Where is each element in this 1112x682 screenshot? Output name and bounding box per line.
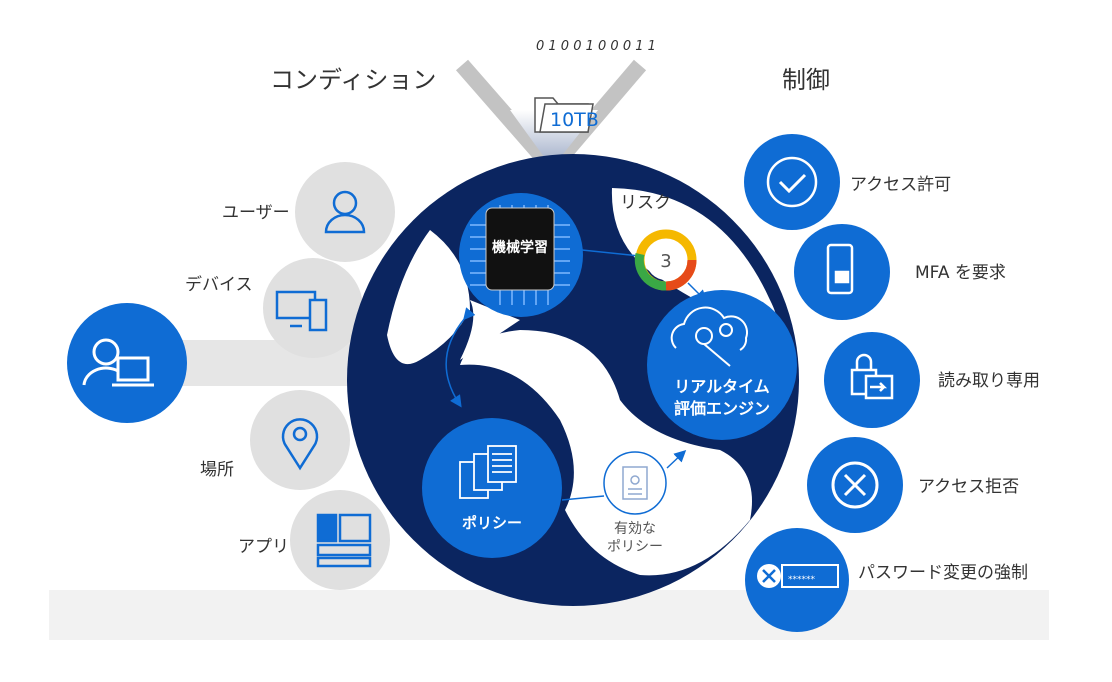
clipboard-icon [622, 466, 648, 500]
user-icon [324, 190, 366, 234]
ml-label: 機械学習 [492, 239, 548, 256]
read-only-icon [850, 353, 894, 400]
realtime-engine-node: リアルタイム 評価エンジン [647, 290, 797, 440]
control-allow: アクセス許可 [744, 134, 951, 230]
control-label: パスワード変更の強制 [858, 563, 1028, 583]
control-mfa: MFA を要求 [794, 224, 1006, 320]
user-laptop-icon [82, 338, 154, 387]
effective-policy-node: 有効な ポリシー [603, 451, 667, 555]
check-icon [766, 156, 818, 208]
device-icon [275, 290, 328, 332]
risk-score: 3 [660, 251, 671, 272]
control-label: MFA を要求 [915, 263, 1006, 283]
controls-header: 制御 [782, 66, 830, 94]
condition-label: アプリ [238, 537, 289, 557]
condition-label: デバイス [185, 274, 253, 295]
condition-device: デバイス [185, 258, 363, 358]
conditions-header: コンディション [270, 66, 436, 94]
deny-icon [831, 461, 879, 509]
svg-text:******: ****** [788, 575, 816, 585]
control-label: アクセス許可 [850, 175, 951, 195]
phone-lock-icon [826, 243, 854, 295]
app-icon [316, 513, 372, 568]
effective-policy-label-1: 有効な [614, 521, 656, 537]
condition-app: アプリ [238, 490, 390, 590]
realtime-label-1: リアルタイム [674, 377, 770, 396]
user-laptop-node [67, 303, 187, 423]
svg-text:0 1 0 0 1 0 0 0 1 1: 0 1 0 0 1 0 0 0 1 1 [536, 39, 656, 54]
scroll-documents-icon [459, 445, 517, 499]
condition-location: 場所 [200, 390, 350, 490]
control-label: 読み取り専用 [938, 371, 1040, 391]
location-icon [281, 418, 319, 471]
control-label: アクセス拒否 [918, 477, 1019, 497]
control-deny: アクセス拒否 [807, 437, 1019, 533]
effective-policy-label-2: ポリシー [607, 539, 663, 555]
svg-text:10TB: 10TB [550, 109, 599, 131]
condition-label: ユーザー [222, 203, 290, 223]
ml-policy-arrow [445, 307, 476, 408]
cloud-gears-icon [670, 306, 749, 367]
realtime-label-2: 評価エンジン [674, 399, 770, 418]
policy-node: ポリシー [422, 418, 562, 558]
control-password-reset: ****** パスワード変更の強制 [745, 528, 1028, 632]
password-reset-icon: ****** [757, 564, 839, 588]
policy-label: ポリシー [462, 514, 522, 532]
condition-label: 場所 [200, 460, 234, 480]
data-folder-icon: 0 1 0 0 1 0 0 0 1 1 10TB [534, 39, 656, 133]
ml-node: 機械学習 [459, 193, 583, 317]
risk-gauge: 3 [634, 229, 697, 291]
condition-user: ユーザー [222, 162, 395, 262]
control-read-only: 読み取り専用 [824, 332, 1040, 428]
risk-label: リスク [620, 193, 671, 213]
